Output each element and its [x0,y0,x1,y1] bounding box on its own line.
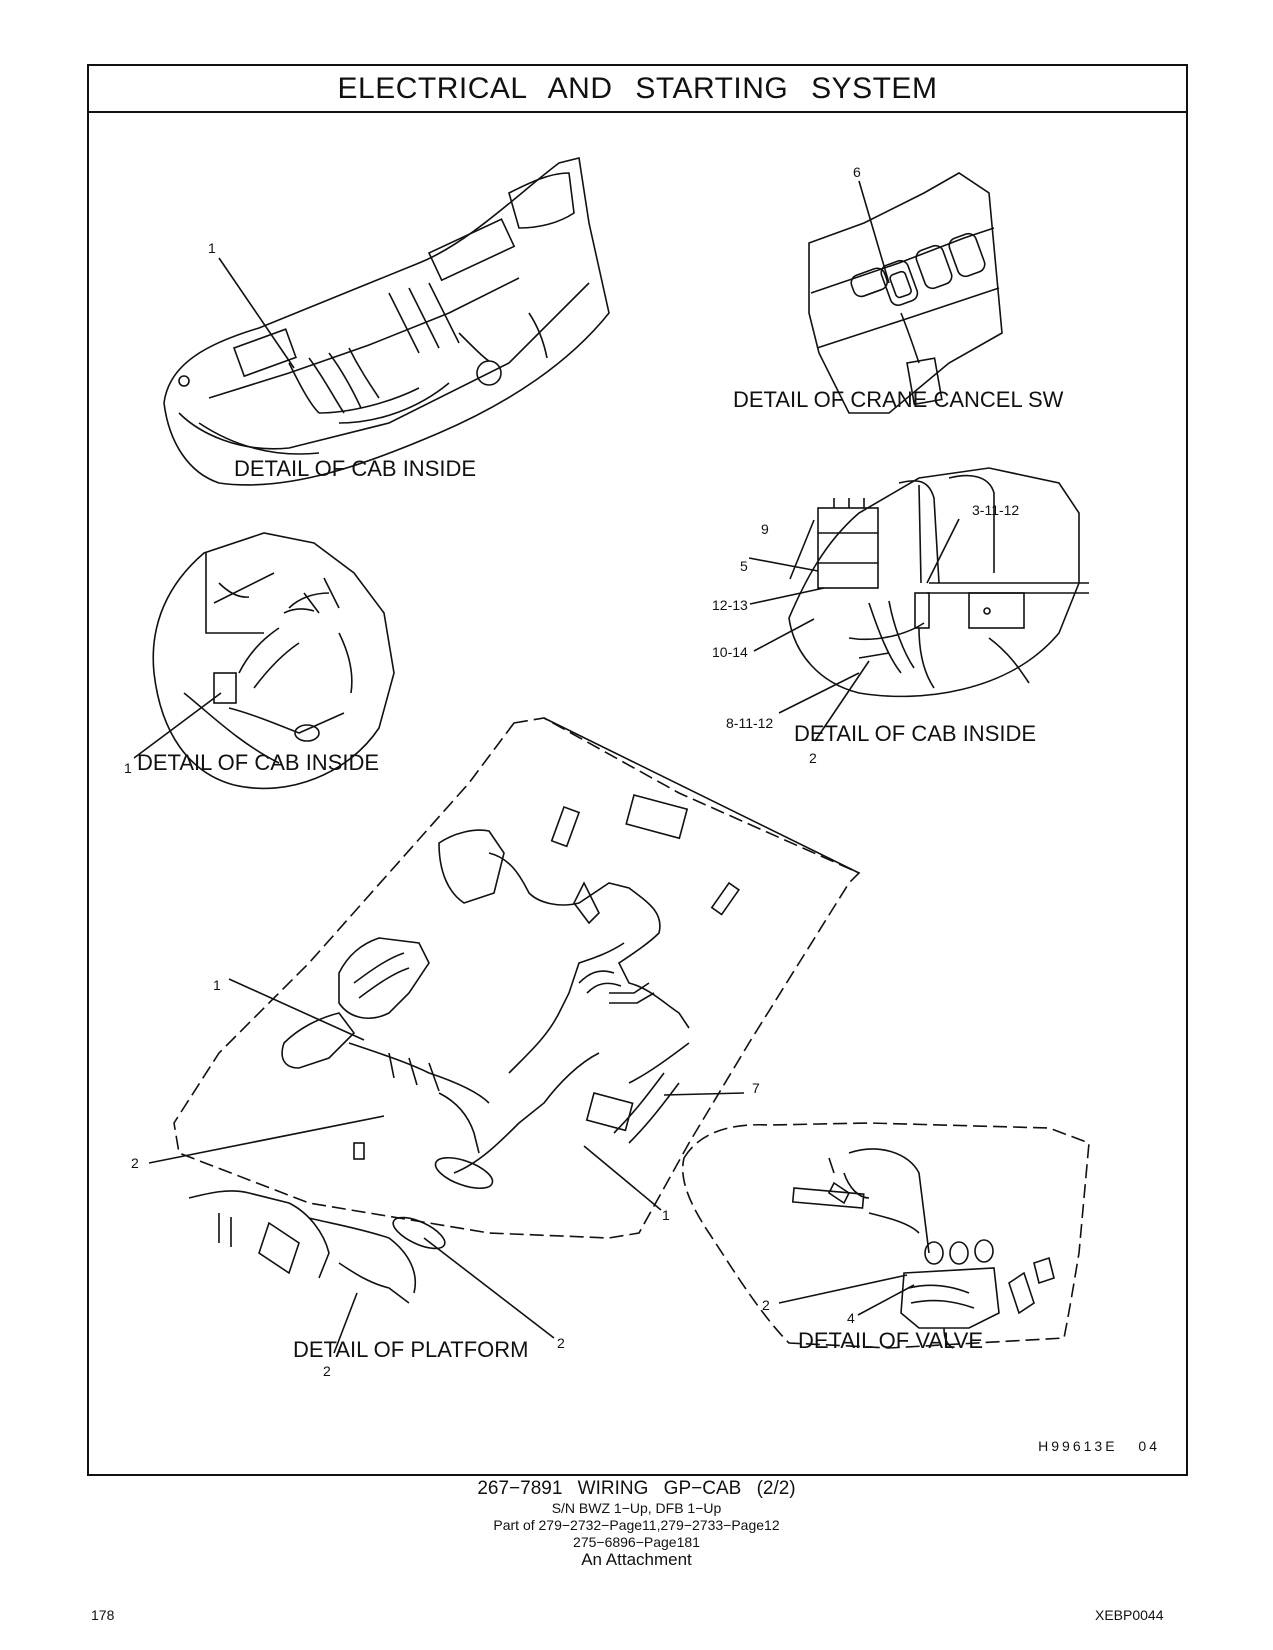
callout-12-13: 12-13 [712,597,748,613]
wiring-illustration: 1 6 [124,157,1090,1379]
callout-2-platform-low: 2 [323,1363,331,1379]
illustration-frame: ELECTRICAL AND STARTING SYSTEM 1 [87,64,1188,1476]
attachment-note: An Attachment [581,1550,692,1569]
title-bar: ELECTRICAL AND STARTING SYSTEM [89,66,1186,113]
callout-3-11-12: 3-11-12 [972,502,1019,518]
crane-cancel-switch-view [808,172,1003,414]
footer: 267−7891 WIRING GP−CAB (2/2) S/N BWZ 1−U… [0,1478,1273,1568]
callout-5: 5 [740,558,748,574]
callout-6: 6 [853,164,861,180]
callout-10-14: 10-14 [712,644,748,660]
serial-numbers: S/N BWZ 1−Up, DFB 1−Up [551,1500,722,1516]
caption-valve: DETAIL OF VALVE [798,1328,984,1353]
page-reference: 275−6896−Page181 [573,1534,700,1550]
caption-crane-cancel-switch: DETAIL OF CRANE CANCEL SW [733,387,1064,412]
callout-1-platform-right: 1 [662,1207,670,1223]
callout-2-cab: 2 [809,750,817,766]
part-title: 267−7891 WIRING GP−CAB (2/2) [477,1478,796,1499]
callout-1-platform: 1 [213,977,221,993]
callout-8-11-12: 8-11-12 [726,715,773,731]
document-code: XEBP0044 [1095,1607,1164,1623]
cab-inside-top-view [163,157,610,486]
caption-cab-inside-left: DETAIL OF CAB INSIDE [137,750,380,775]
caption-cab-inside-right: DETAIL OF CAB INSIDE [794,721,1037,746]
platform-view [148,717,861,1354]
part-of-reference: Part of 279−2732−Page11,279−2733−Page12 [493,1517,780,1533]
cab-inside-left-view [133,532,395,790]
callout-2-platform-left: 2 [131,1155,139,1171]
callout-7: 7 [752,1080,760,1096]
valve-view [681,1122,1090,1349]
callout-2-platform-bottom: 2 [557,1335,565,1351]
caption-cab-inside-top: DETAIL OF CAB INSIDE [234,456,477,481]
page-title: ELECTRICAL AND STARTING SYSTEM [337,71,938,105]
callout-9: 9 [761,521,769,537]
cab-inside-right-view [748,467,1089,742]
callout-2-valve: 2 [762,1297,770,1313]
callout-1-cab-top: 1 [208,240,216,256]
drawing-id: H99613E 04 [1038,1438,1160,1454]
page-number: 178 [91,1607,115,1623]
callout-1-cab-left: 1 [124,760,132,776]
callout-4: 4 [847,1310,855,1326]
caption-platform: DETAIL OF PLATFORM [293,1337,529,1362]
